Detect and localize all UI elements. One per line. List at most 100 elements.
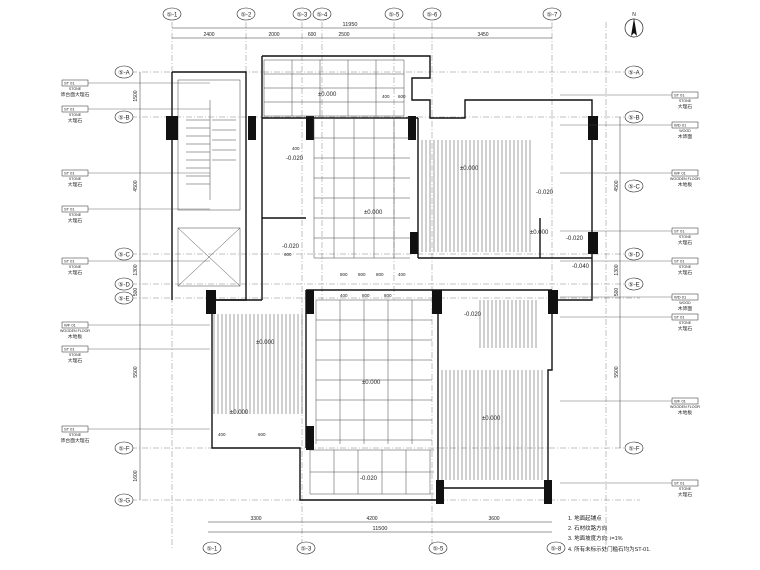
svg-text:4500: 4500 xyxy=(614,180,620,191)
svg-text:STONE: STONE xyxy=(69,213,82,217)
axis-bubble: ⑤-C xyxy=(114,247,134,261)
svg-text:木地板: 木地板 xyxy=(68,333,83,340)
svg-text:600: 600 xyxy=(258,432,266,437)
svg-text:大理石: 大理石 xyxy=(678,103,693,110)
svg-text:⑤-6: ⑤-6 xyxy=(427,12,438,19)
svg-text:ST 01: ST 01 xyxy=(674,93,685,98)
axis-bubble: ⑤-B xyxy=(624,110,644,124)
svg-text:WOODEN FLOOR: WOODEN FLOOR xyxy=(670,177,700,181)
level-mark: ±0.000 xyxy=(482,416,501,422)
svg-text:大理石: 大理石 xyxy=(68,217,83,224)
svg-text:⑤-5: ⑤-5 xyxy=(389,12,400,19)
svg-text:600: 600 xyxy=(398,94,406,99)
svg-text:⑤-C: ⑤-C xyxy=(628,184,640,191)
level-mark: -0.020 xyxy=(286,156,304,162)
svg-text:⑤-G: ⑤-G xyxy=(118,498,130,505)
svg-text:800: 800 xyxy=(384,293,392,298)
svg-text:2000: 2000 xyxy=(268,32,279,38)
axis-bubble: ⑤-E xyxy=(114,291,134,305)
right-axis-labels: ⑤-A ⑤-B ⑤-C ⑤-D ⑤-E ⑤-F xyxy=(624,65,644,455)
axis-bubble: ⑤-D xyxy=(114,277,134,291)
svg-text:1300: 1300 xyxy=(133,264,139,275)
svg-text:500: 500 xyxy=(133,288,139,297)
svg-text:⑤-A: ⑤-A xyxy=(628,70,639,77)
svg-text:STONE: STONE xyxy=(69,265,82,269)
svg-text:STONE: STONE xyxy=(69,177,82,181)
level-mark: ±0.000 xyxy=(460,166,479,172)
svg-text:⑤-E: ⑤-E xyxy=(118,296,129,303)
svg-text:STONE: STONE xyxy=(679,487,692,491)
level-mark: ±0.000 xyxy=(256,340,275,346)
axis-bubble: ⑤-4 xyxy=(312,7,332,21)
svg-text:400: 400 xyxy=(340,293,348,298)
svg-text:WOOD: WOOD xyxy=(679,301,691,305)
axis-bubble: ⑤-E xyxy=(624,277,644,291)
axis-bubble: ⑤-5 xyxy=(384,7,404,21)
svg-text:ST 01: ST 01 xyxy=(64,207,75,212)
axis-bubble: ⑤-1 xyxy=(202,541,222,555)
svg-text:大理石: 大理石 xyxy=(678,491,693,498)
structural-columns xyxy=(166,116,598,504)
svg-text:400: 400 xyxy=(398,272,406,277)
stair-treads xyxy=(186,100,236,200)
svg-text:ST 01: ST 01 xyxy=(674,315,685,320)
left-dimensions: 1500 4500 1300 500 5500 1600 xyxy=(133,72,141,500)
svg-text:⑤-F: ⑤-F xyxy=(118,446,129,453)
svg-text:⑤-B: ⑤-B xyxy=(118,115,129,122)
level-mark: -0.020 xyxy=(566,236,584,242)
svg-text:4500: 4500 xyxy=(133,180,139,191)
level-mark: -0.020 xyxy=(282,244,300,250)
svg-text:11500: 11500 xyxy=(373,526,388,532)
svg-text:STONE: STONE xyxy=(69,353,82,357)
note-line: 2. 石材纹路方向 xyxy=(568,524,607,532)
svg-text:WF 01: WF 01 xyxy=(64,323,77,328)
svg-text:⑤-A: ⑤-A xyxy=(118,70,129,77)
svg-text:WOOD: WOOD xyxy=(679,129,691,133)
note-line: 3. 地面坡度方向: i=1% xyxy=(568,534,623,542)
svg-text:⑤-7: ⑤-7 xyxy=(547,12,558,19)
level-mark: -0.020 xyxy=(464,312,482,318)
top-axis-labels: ⑤-1 ⑤-2 ⑤-3 ⑤-4 ⑤-5 ⑤-6 ⑤-7 xyxy=(162,7,562,21)
svg-text:大理石: 大理石 xyxy=(678,269,693,276)
north-arrow-icon: N xyxy=(624,12,644,38)
svg-text:WOODEN FLOOR: WOODEN FLOOR xyxy=(670,405,700,409)
svg-text:WD 01: WD 01 xyxy=(674,123,687,128)
svg-text:ST 01: ST 01 xyxy=(64,81,75,86)
axis-bubble: ⑤-3 xyxy=(292,7,312,21)
svg-text:400: 400 xyxy=(218,432,226,437)
level-mark: -0.040 xyxy=(572,264,590,270)
axis-bubble: ⑤-8 xyxy=(546,541,566,555)
top-dimensions: 11950 2400 2000 600 2500 3450 xyxy=(172,22,552,39)
svg-text:木地板: 木地板 xyxy=(678,181,693,188)
svg-text:4200: 4200 xyxy=(366,516,377,522)
axis-bubble: ⑤-1 xyxy=(162,7,182,21)
level-mark: -0.020 xyxy=(536,190,554,196)
svg-text:WF 01: WF 01 xyxy=(674,399,687,404)
axis-bubble: ⑤-C xyxy=(624,179,644,193)
axis-bubble: ⑤-5 xyxy=(428,541,448,555)
svg-text:⑤-1: ⑤-1 xyxy=(207,546,218,553)
level-mark: ±0.000 xyxy=(318,92,337,98)
svg-text:3300: 3300 xyxy=(250,516,261,522)
svg-text:STONE: STONE xyxy=(679,265,692,269)
svg-text:⑤-3: ⑤-3 xyxy=(297,12,308,19)
axis-bubble: ⑤-B xyxy=(114,110,134,124)
svg-text:3600: 3600 xyxy=(488,516,499,522)
svg-text:大理石: 大理石 xyxy=(678,239,693,246)
bottom-dimensions: 3300 4200 3600 11500 xyxy=(208,516,552,533)
svg-text:1300: 1300 xyxy=(614,264,620,275)
svg-text:3450: 3450 xyxy=(477,32,488,38)
legend-notes: 1. 地面起铺点 2. 石材纹路方向 3. 地面坡度方向: i=1% 4. 所有… xyxy=(568,514,651,553)
axis-bubble: ⑤-A xyxy=(624,65,644,79)
svg-text:饰台面大理石: 饰台面大理石 xyxy=(61,91,90,98)
svg-text:500: 500 xyxy=(614,288,620,297)
